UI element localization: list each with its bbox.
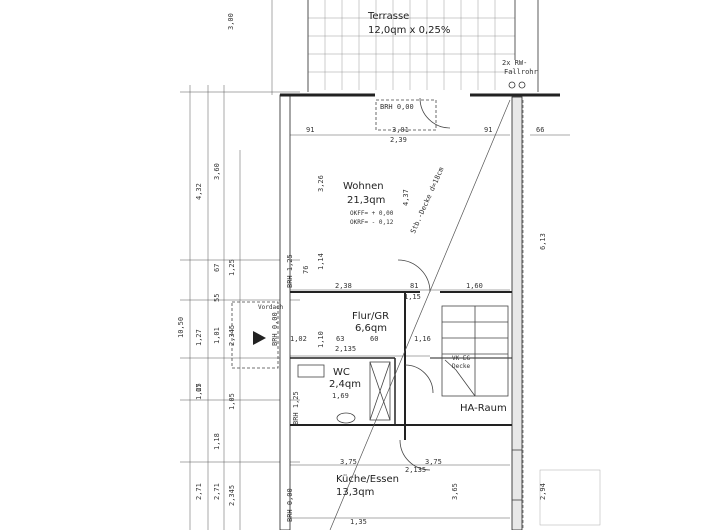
dim-1-14: 1,14 xyxy=(317,253,325,270)
dim-terr-depth: 3,00 xyxy=(227,13,235,30)
brh-top: BRH 0,00 xyxy=(380,103,414,111)
dim-3-65: 3,65 xyxy=(451,483,459,500)
room-name-wc: WC xyxy=(333,367,350,378)
dim-3-01: 3,01 xyxy=(392,126,409,134)
dim-1-60: 1,60 xyxy=(466,282,483,290)
dim-3-75a: 3,75 xyxy=(340,458,357,466)
dim-1-18: 1,18 xyxy=(213,433,221,450)
dim-6-13: 6,13 xyxy=(539,233,547,250)
dim-76: 76 xyxy=(302,265,310,274)
dim-1-69: 1,69 xyxy=(332,392,349,400)
staircase xyxy=(441,305,509,397)
dim-91-right: 91 xyxy=(484,126,493,134)
dim-1-01: 1,01 xyxy=(213,327,221,344)
okrf-level: OKRF= - 0,12 xyxy=(350,219,394,226)
brh-wohnen: BRH 1,25 xyxy=(286,254,294,288)
dim-1-05: 1,05 xyxy=(228,393,236,410)
room-name-terrasse: Terrasse xyxy=(368,11,410,22)
decke-label: Decke xyxy=(452,363,471,370)
dim-67b: 67 xyxy=(195,383,203,392)
room-name-wohnen: Wohnen xyxy=(343,181,384,192)
dim-60: 60 xyxy=(370,335,379,343)
dim-1-10: 1,10 xyxy=(317,331,325,348)
okff-level: OKFF= + 0,00 xyxy=(350,210,394,217)
window-markers xyxy=(231,99,437,369)
room-area-kueche: 13,3qm xyxy=(336,487,375,498)
dim-91-left: 91 xyxy=(306,126,315,134)
dimension-lines xyxy=(180,0,570,530)
dim-1-02: 1,02 xyxy=(290,335,307,343)
dim-2-345a: 2,345 xyxy=(228,324,236,346)
brh-kueche: BRH 0,00 xyxy=(286,488,294,522)
dim-3-75b: 3,75 xyxy=(425,458,442,466)
walls xyxy=(279,93,560,530)
room-area-flur: 6,6qm xyxy=(355,323,387,334)
dim-2-38: 2,38 xyxy=(335,282,352,290)
entry-arrow xyxy=(253,331,266,345)
terrace-grid xyxy=(307,0,515,90)
room-name-flur: Flur/GR xyxy=(352,311,390,322)
dim-63: 63 xyxy=(336,335,345,343)
dim-81: 81 xyxy=(410,282,419,290)
door-swings xyxy=(397,97,451,471)
brh-entry: BRH 0,00 xyxy=(271,312,279,346)
dim-4-32: 4,32 xyxy=(195,183,203,200)
dim-2-94: 2,94 xyxy=(539,483,547,500)
dim-1-15: 1,15 xyxy=(404,293,421,301)
dim-2-39: 2,39 xyxy=(390,136,407,144)
dim-4-37: 4,37 xyxy=(402,189,410,206)
vk-decke: VK EG- xyxy=(452,355,474,362)
room-name-kueche: Küche/Essen xyxy=(336,474,399,485)
room-area-wohnen: 21,3qm xyxy=(347,195,386,206)
dim-3-26: 3,26 xyxy=(317,175,325,192)
dim-55: 55 xyxy=(213,293,221,302)
dim-1-16: 1,16 xyxy=(414,335,431,343)
dim-1-35: 1,35 xyxy=(350,518,367,526)
vordach-label: Vordach xyxy=(258,304,284,311)
dim-2-345b: 2,345 xyxy=(228,484,236,506)
room-area-terrasse: 12,0qm x 0,25% xyxy=(368,25,451,36)
dim-10-50: 10,50 xyxy=(177,316,185,338)
dim-2-71a: 2,71 xyxy=(195,483,203,500)
room-name-ha: HA-Raum xyxy=(460,403,507,414)
dim-67a: 67 xyxy=(213,263,221,272)
room-area-wc: 2,4qm xyxy=(329,379,361,390)
dim-3-60: 3,60 xyxy=(213,163,221,180)
dim-1-27: 1,27 xyxy=(195,329,203,346)
rw-label: Fallrohr xyxy=(504,68,538,76)
rw-count: 2x RW- xyxy=(502,59,528,67)
dim-2-135b: 2,135 xyxy=(405,466,427,474)
dim-2-71b: 2,71 xyxy=(213,483,221,500)
dim-2-135a: 2,135 xyxy=(335,345,357,353)
brh-wc: BRH 1,25 xyxy=(292,391,300,425)
dim-1-25a: 1,25 xyxy=(228,259,236,276)
dim-66: 66 xyxy=(536,126,545,134)
